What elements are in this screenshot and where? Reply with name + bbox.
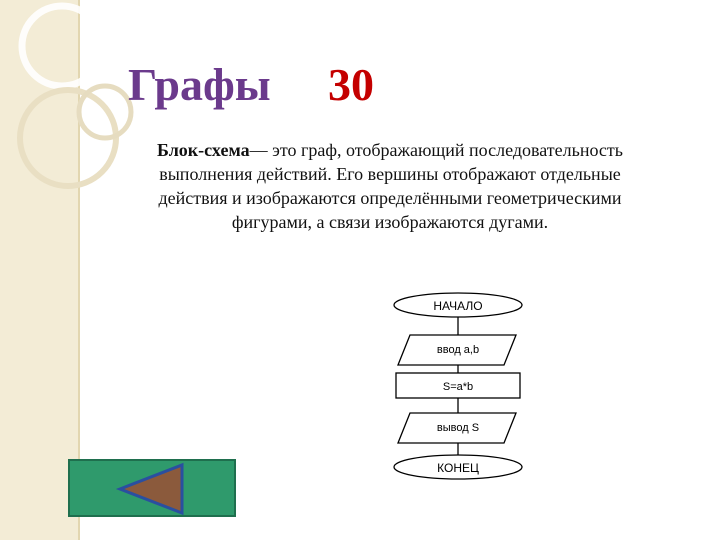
slide-title: Графы	[128, 59, 271, 110]
back-button[interactable]	[68, 459, 236, 517]
flowchart-output-label: вывод S	[437, 422, 479, 434]
flowchart: НАЧАЛО ввод a,b S=a*b вывод S КОНЕЦ	[393, 292, 523, 480]
flowchart-input-label: ввод a,b	[437, 344, 479, 356]
definition-paragraph: Блок-схема— это граф, отображающий после…	[130, 138, 650, 234]
flowchart-process-rect	[395, 372, 521, 399]
slide-number: 30	[328, 59, 374, 110]
flowchart-end-oval	[393, 454, 523, 480]
flowchart-input-parallelogram	[397, 334, 517, 366]
decorative-circles	[17, 2, 134, 189]
flowchart-process-label: S=a*b	[443, 381, 473, 393]
definition-text: — это граф, отображающий последовательно…	[158, 140, 623, 232]
flowchart-output-parallelogram	[397, 412, 517, 444]
definition-term: Блок-схема	[157, 140, 250, 160]
flowchart-start-label: НАЧАЛО	[433, 299, 482, 313]
left-triangle-icon	[115, 462, 184, 516]
sidebar-divider	[78, 0, 80, 540]
flowchart-end-label: КОНЕЦ	[437, 461, 479, 475]
